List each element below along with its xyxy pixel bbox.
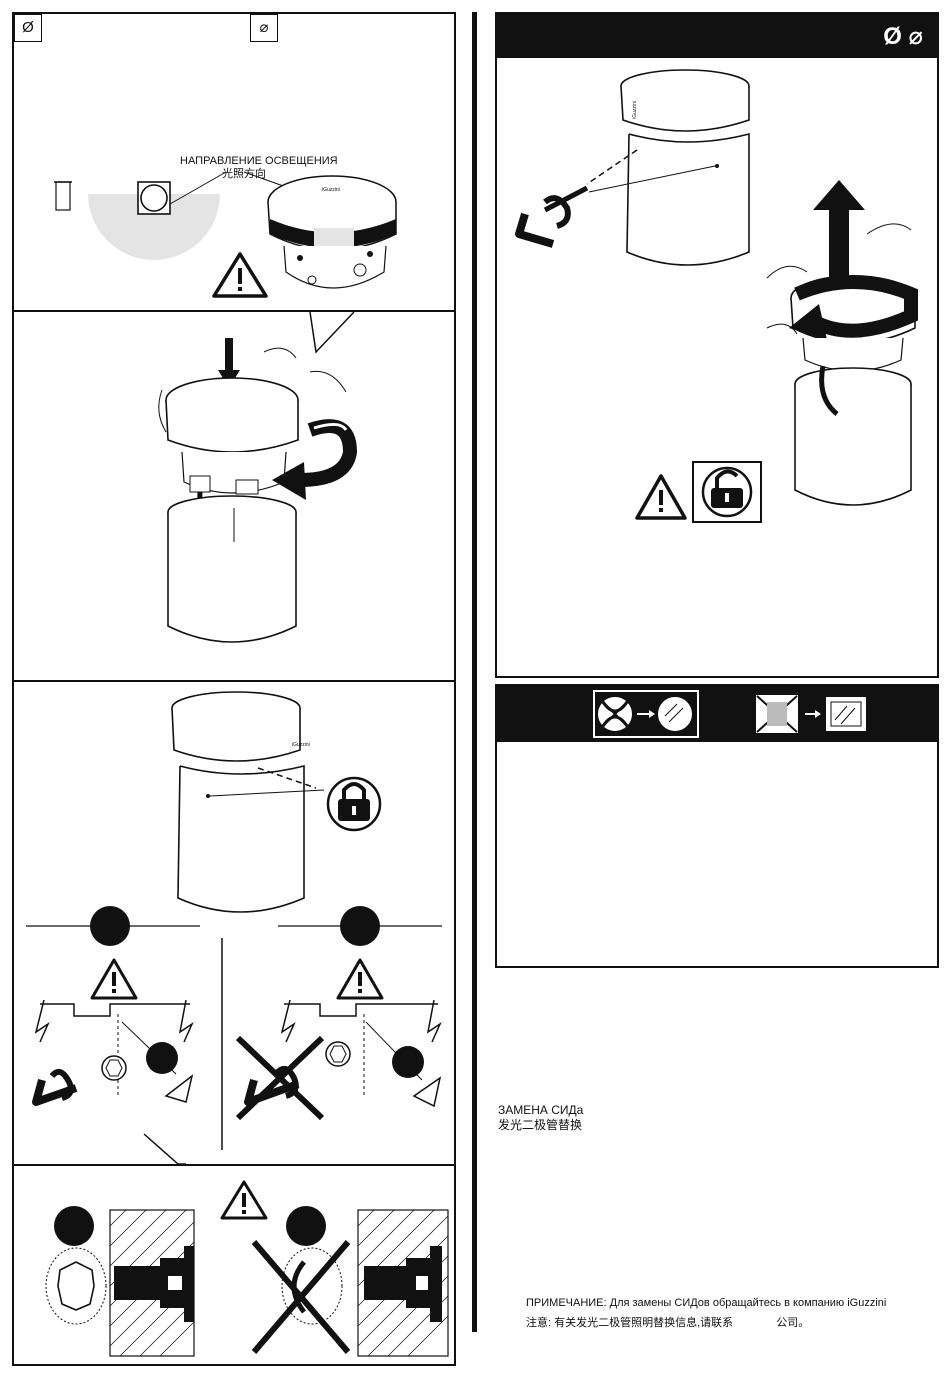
warning-icon-right — [338, 960, 382, 998]
diffuser-round-replace-icon — [593, 690, 699, 738]
column-divider — [472, 12, 477, 1332]
brand-mark: iGuzzini — [322, 187, 340, 193]
brand-mark-remove: iGuzzini — [632, 101, 638, 119]
note-label-zh: 注意: — [526, 1317, 551, 1329]
panel-lock-fixing: iGuzzini — [12, 680, 456, 1166]
led-replacement-title-ru: ЗАМЕНА СИДа — [498, 1103, 592, 1117]
note-text-ru: Для замены СИДов обращайтесь в компанию … — [610, 1297, 887, 1309]
brand-mark-lock: iGuzzini — [292, 742, 310, 748]
step-marker-c — [146, 1042, 178, 1074]
bollard-icon — [56, 182, 70, 210]
lock-diagram — [14, 682, 454, 1164]
step-marker-a — [90, 906, 130, 946]
note-label-ru: ПРИМЕЧАНИЕ: — [526, 1297, 607, 1309]
note-text-zh: 有关发光二极管照明替换信息,请联系 — [554, 1317, 733, 1329]
step-marker-e — [54, 1206, 94, 1246]
screw-detail-diagram — [14, 1166, 454, 1364]
header-bar: Ø ⌀ — [497, 14, 937, 58]
note-end-zh: 公司。 — [776, 1317, 809, 1329]
warning-icon-left — [92, 960, 136, 998]
remove-head-diagram — [497, 58, 937, 678]
step-marker-d — [392, 1046, 424, 1078]
warning-icon-bottom — [222, 1182, 266, 1218]
light-direction-label-zh: 光照方向 — [222, 168, 266, 181]
warning-icon-remove — [637, 476, 685, 518]
diffuser-header-bar — [497, 686, 937, 742]
install-head-diagram — [14, 312, 454, 680]
led-replacement-title-zh: 发光二极管替换 — [498, 1118, 582, 1132]
diffuser-square-replace-icon — [755, 690, 869, 738]
panel-install-head — [12, 310, 456, 682]
header-symbols: Ø ⌀ — [883, 22, 923, 51]
panel-remove-head: Ø ⌀ — [495, 12, 939, 678]
step-marker-f — [286, 1206, 326, 1246]
warning-icon — [214, 254, 266, 296]
panel-light-direction: Ø ⌀ НАПРАВЛЕНИЕ ОСВЕЩЕНИЯ 光照方向 iGuzzini — [12, 12, 456, 312]
lock-open-icon — [703, 468, 751, 516]
panel-screw-detail — [12, 1164, 456, 1366]
panel-diffuser-replace — [495, 684, 939, 968]
top-view-circle — [141, 185, 167, 211]
note-line-ru: ПРИМЕЧАНИЕ: Для замены СИДов обращайтесь… — [526, 1294, 886, 1312]
light-direction-label-ru: НАПРАВЛЕНИЕ ОСВЕЩЕНИЯ — [180, 155, 338, 168]
lock-closed-icon — [328, 778, 380, 830]
step-marker-b — [340, 906, 380, 946]
up-arrow-icon — [813, 180, 865, 210]
note-line-zh: 注意: 有关发光二极管照明替换信息,请联系 公司。 — [526, 1314, 809, 1332]
